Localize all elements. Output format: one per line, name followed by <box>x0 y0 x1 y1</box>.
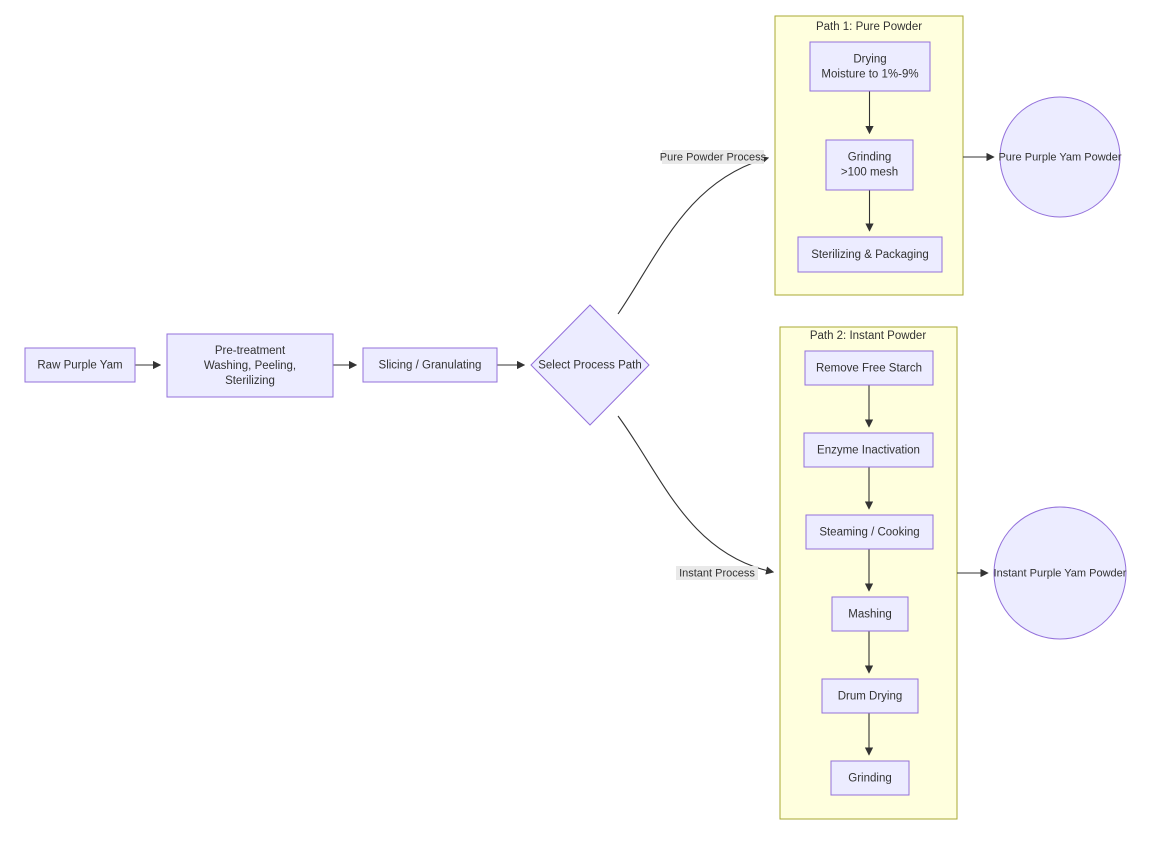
node-slicing-label: Slicing / Granulating <box>379 360 482 372</box>
edge-label-instant-text: Instant Process <box>679 568 755 580</box>
node-grinding-instant-label: Grinding <box>848 773 891 785</box>
node-drum-drying: Drum Drying <box>821 678 919 714</box>
node-drum-drying-box <box>821 678 919 714</box>
edge-label-pure-text: Pure Powder Process <box>660 152 767 164</box>
node-steaming-label: Steaming / Cooking <box>819 527 919 539</box>
node-pure-circle-label: Pure Purple Yam Powder <box>998 152 1121 164</box>
node-slicing-granulating: Slicing / Granulating <box>362 347 498 383</box>
node-instant-purple-yam-powder: Instant Purple Yam Powder <box>993 506 1127 640</box>
node-grinding-pure: Grinding >100 mesh <box>825 139 914 191</box>
edge-label-pure-powder-process: Pure Powder Process <box>660 150 767 164</box>
node-remove-free-starch: Remove Free Starch <box>804 350 934 386</box>
node-instant-circle-label: Instant Purple Yam Powder <box>994 568 1127 580</box>
node-mashing-box <box>831 596 909 632</box>
edge-label-pure-bg <box>662 150 764 164</box>
node-pretreatment-line1: Pre-treatment <box>215 345 286 357</box>
edge-label-instant-process: Instant Process <box>676 566 758 580</box>
node-drying: Drying Moisture to 1%-9% <box>809 41 931 92</box>
node-enzyme-label: Enzyme Inactivation <box>817 445 920 457</box>
node-decision-diamond <box>530 304 650 426</box>
node-sterilizing-packaging: Sterilizing & Packaging <box>797 236 943 273</box>
node-grinding-pure-line2: >100 mesh <box>841 167 898 179</box>
node-enzyme-inactivation: Enzyme Inactivation <box>803 432 934 468</box>
node-pretreatment: Pre-treatment Washing, Peeling, Steriliz… <box>166 333 334 398</box>
node-raw-label: Raw Purple Yam <box>37 360 122 372</box>
node-pure-purple-yam-powder: Pure Purple Yam Powder <box>998 96 1122 218</box>
node-pretreatment-box <box>166 333 334 398</box>
node-pretreatment-line2: Washing, Peeling, <box>204 360 296 372</box>
subgraph-path1-title: Path 1: Pure Powder <box>816 21 922 33</box>
node-sterilizing-label: Sterilizing & Packaging <box>811 249 929 261</box>
node-grinding-pure-line1: Grinding <box>848 152 891 164</box>
node-steaming-cooking: Steaming / Cooking <box>805 514 934 550</box>
node-grinding-pure-box <box>825 139 914 191</box>
node-raw-purple-yam: Raw Purple Yam <box>24 347 136 383</box>
node-grinding-instant: Grinding <box>830 760 910 796</box>
node-drying-box <box>809 41 931 92</box>
node-drying-line1: Drying <box>853 54 886 66</box>
node-remove-starch-label: Remove Free Starch <box>816 363 922 375</box>
node-slicing-box <box>362 347 498 383</box>
node-drum-drying-label: Drum Drying <box>838 691 903 703</box>
node-pure-circle <box>999 96 1121 218</box>
node-grinding-instant-box <box>830 760 910 796</box>
node-decision-label: Select Process Path <box>538 360 642 372</box>
node-steaming-box <box>805 514 934 550</box>
subgraph-path2-title: Path 2: Instant Powder <box>810 330 927 342</box>
node-drying-line2: Moisture to 1%-9% <box>821 69 918 81</box>
node-instant-circle <box>993 506 1127 640</box>
node-select-process-path: Select Process Path <box>530 304 650 426</box>
node-pretreatment-line3: Sterilizing <box>225 375 275 387</box>
node-mashing: Mashing <box>831 596 909 632</box>
node-enzyme-box <box>803 432 934 468</box>
node-remove-starch-box <box>804 350 934 386</box>
node-raw-box <box>24 347 136 383</box>
node-mashing-label: Mashing <box>848 609 891 621</box>
edges <box>135 91 995 756</box>
edge-label-instant-bg <box>676 566 758 580</box>
edge-decision-to-path2 <box>617 415 775 575</box>
edge-decision-to-path1 <box>617 155 770 315</box>
node-sterilizing-box <box>797 236 943 273</box>
